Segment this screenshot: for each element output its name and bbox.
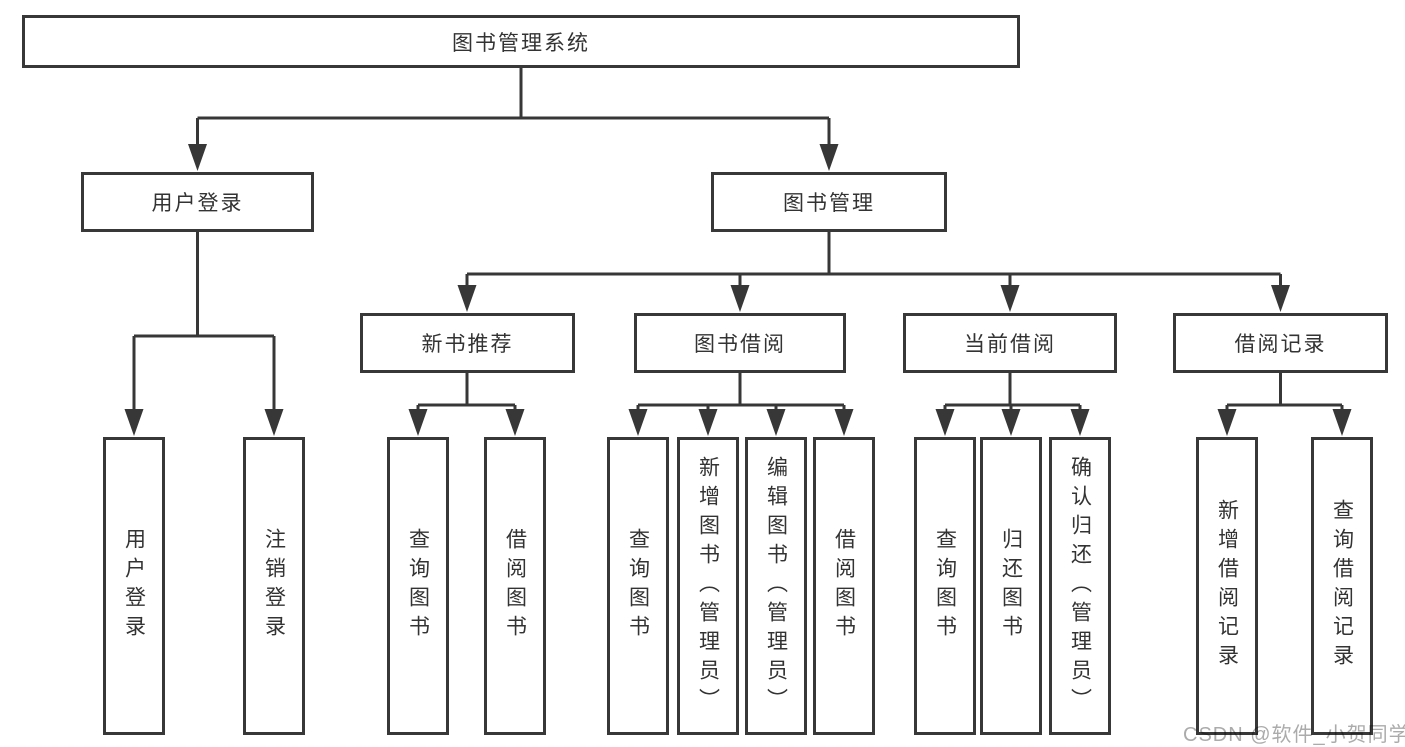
arrow-down-icon [698, 409, 718, 436]
leaf-edit-books-admin-label: 编辑图书（管理员） [764, 455, 788, 717]
leaf-return-books: 归还图书 [980, 437, 1042, 735]
arrow-down-icon [766, 409, 786, 436]
node-user-login: 用户登录 [81, 172, 314, 232]
node-root: 图书管理系统 [22, 15, 1020, 68]
arrow-down-icon [1000, 285, 1020, 312]
connector-userlogin-to-leaves [132, 232, 276, 415]
leaf-edit-books-admin: 编辑图书（管理员） [745, 437, 807, 735]
node-new-book-recommend: 新书推荐 [360, 313, 575, 373]
leaf-query-books-current: 查询图书 [914, 437, 976, 735]
node-book-management-label: 图书管理 [783, 192, 875, 215]
arrowheads [124, 144, 1352, 436]
arrow-down-icon [628, 409, 648, 436]
connector-bookborrow-to-leaves [636, 373, 846, 415]
connector-borrowrecords-to-leaves [1225, 373, 1344, 415]
leaf-add-borrow-record-label: 新增借阅记录 [1215, 499, 1239, 673]
leaf-add-borrow-record: 新增借阅记录 [1196, 437, 1258, 735]
arrow-down-icon [730, 285, 750, 312]
arrow-down-icon [1217, 409, 1237, 436]
leaf-return-books-label: 归还图书 [999, 528, 1023, 644]
leaf-confirm-return-admin: 确认归还（管理员） [1049, 437, 1111, 735]
arrow-down-icon [1332, 409, 1352, 436]
node-book-borrowing: 图书借阅 [634, 313, 846, 373]
leaf-query-books-recommend: 查询图书 [387, 437, 449, 735]
leaf-borrow-books-label: 借阅图书 [832, 528, 856, 644]
arrow-down-icon [935, 409, 955, 436]
leaf-query-borrow-record: 查询借阅记录 [1311, 437, 1373, 735]
arrow-down-icon [457, 285, 477, 312]
leaf-logout-label: 注销登录 [262, 528, 286, 644]
node-new-book-recommend-label: 新书推荐 [421, 333, 514, 356]
leaf-query-books-current-label: 查询图书 [933, 528, 957, 644]
node-current-borrowing-label: 当前借阅 [964, 333, 1056, 356]
csdn-watermark: CSDN @软件_小贺同学 [1183, 724, 1405, 746]
arrow-down-icon [124, 409, 144, 436]
node-user-login-label: 用户登录 [151, 192, 244, 215]
arrow-down-icon [1271, 285, 1290, 312]
connector-root-to-level2 [196, 68, 831, 150]
leaf-query-borrow-record-label: 查询借阅记录 [1330, 499, 1354, 673]
node-root-label: 图书管理系统 [452, 31, 590, 55]
node-book-management: 图书管理 [711, 172, 947, 232]
leaf-query-books-borrowing-label: 查询图书 [626, 528, 650, 644]
node-borrowing-records-label: 借阅记录 [1234, 333, 1327, 356]
leaf-borrow-books-recommend-label: 借阅图书 [503, 528, 527, 644]
arrow-down-icon [834, 409, 854, 436]
connector-bookmgmt-to-level3 [465, 232, 1282, 292]
leaf-add-books-admin-label: 新增图书（管理员） [696, 455, 720, 717]
connector-newbookrec-to-leaves [416, 373, 517, 415]
leaf-borrow-books: 借阅图书 [813, 437, 875, 735]
arrow-down-icon [264, 409, 284, 436]
leaf-logout: 注销登录 [243, 437, 305, 735]
node-book-borrowing-label: 图书借阅 [694, 333, 786, 356]
leaf-user-login: 用户登录 [103, 437, 165, 735]
node-current-borrowing: 当前借阅 [903, 313, 1117, 373]
arrow-down-icon [188, 144, 207, 171]
arrow-down-icon [819, 144, 839, 171]
leaf-query-books-borrowing: 查询图书 [607, 437, 669, 735]
leaf-add-books-admin: 新增图书（管理员） [677, 437, 739, 735]
arrow-down-icon [1070, 409, 1090, 436]
leaf-user-login-label: 用户登录 [122, 528, 146, 644]
connector-currentborrow-to-leaves [943, 373, 1082, 415]
node-borrowing-records: 借阅记录 [1173, 313, 1388, 373]
arrow-down-icon [408, 409, 428, 436]
leaf-query-books-recommend-label: 查询图书 [406, 528, 430, 644]
leaf-borrow-books-recommend: 借阅图书 [484, 437, 546, 735]
arrow-down-icon [505, 409, 525, 436]
arrow-down-icon [1001, 409, 1021, 436]
leaf-confirm-return-admin-label: 确认归还（管理员） [1068, 455, 1092, 717]
